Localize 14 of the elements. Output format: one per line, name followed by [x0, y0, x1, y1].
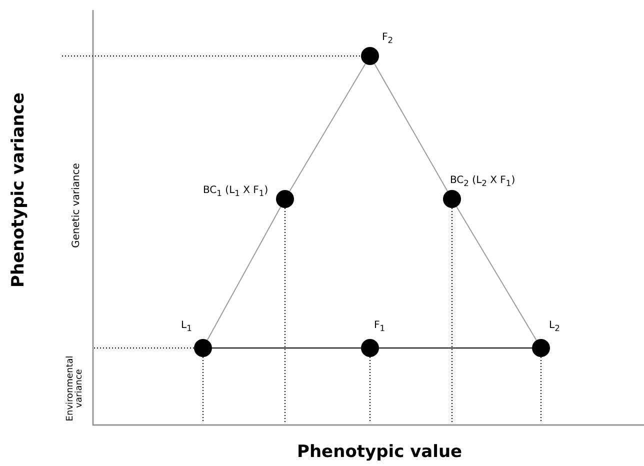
point-label: L$_{1}$: [181, 320, 192, 333]
connector-line: [206, 206, 282, 341]
point-label: F$_{2}$: [382, 32, 394, 45]
axis-title: Phenotypic variance: [8, 92, 28, 288]
point-label: BC$_{1}$ (L$_{1}$ X F$_{1}$): [203, 185, 268, 198]
connector-line: [456, 206, 537, 341]
axis-annotation: Environmental variance: [66, 354, 86, 423]
point-label: BC$_{2}$ (L$_{2}$ X F$_{1}$): [450, 175, 516, 188]
point-label: L$_{2}$: [549, 320, 560, 333]
connector-line: [374, 63, 448, 192]
axis-annotation: Genetic variance: [70, 162, 82, 248]
connector-line: [289, 63, 366, 192]
point-label: F$_{1}$: [374, 320, 386, 333]
axis-title: Phenotypic value: [297, 442, 462, 462]
